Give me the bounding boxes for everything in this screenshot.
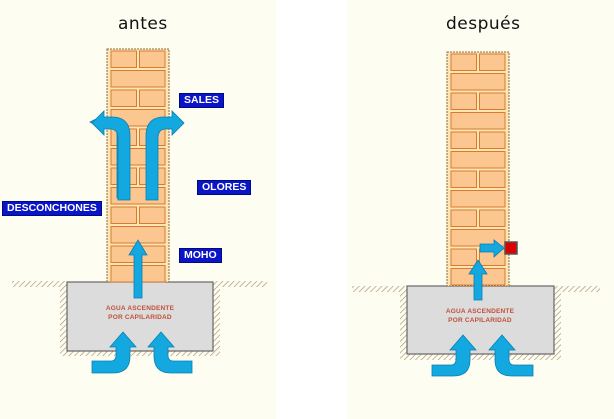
arrow-salts-left-main <box>91 110 131 201</box>
caption-line-2: POR CAPILARIDAD <box>108 314 172 321</box>
brick <box>110 70 166 88</box>
label-olores: OLORES <box>197 180 252 195</box>
caption-line-1: AGUA ASCENDENTE <box>105 305 175 312</box>
brick <box>450 151 506 169</box>
brick <box>450 209 477 227</box>
brick <box>450 131 477 149</box>
brick <box>110 89 137 107</box>
arrow-capillary-in-right-1 <box>431 334 477 377</box>
caption-capillary-after: AGUA ASCENDENTE POR CAPILARIDAD <box>430 307 530 325</box>
arrow-moisture-up-right <box>468 259 488 301</box>
caption-capillary-before: AGUA ASCENDENTE POR CAPILARIDAD <box>90 304 190 322</box>
ground-left <box>12 281 267 356</box>
brick <box>479 131 506 149</box>
title-after: después <box>446 14 521 34</box>
brick <box>450 190 506 208</box>
brick <box>450 92 477 110</box>
arrow-moisture-up-left <box>128 239 148 299</box>
brick <box>450 73 506 91</box>
arrow-salts-right-main <box>145 110 185 201</box>
brick <box>479 53 506 71</box>
arrow-capillary-in-left-1 <box>91 331 137 374</box>
brick <box>479 92 506 110</box>
brick <box>110 50 137 68</box>
barrier-injection-icon <box>504 241 518 255</box>
brick <box>139 89 166 107</box>
ground-right <box>352 286 600 360</box>
brick <box>450 229 506 247</box>
label-moho: MOHO <box>179 248 222 263</box>
title-before: antes <box>118 14 168 34</box>
brick <box>139 50 166 68</box>
arrow-capillary-in-right-2 <box>488 334 534 377</box>
label-desconchones: DESCONCHONES <box>2 201 102 216</box>
brick <box>110 206 137 224</box>
brick <box>450 53 477 71</box>
brick <box>479 170 506 188</box>
brick <box>139 206 166 224</box>
caption-line-1: AGUA ASCENDENTE <box>445 308 515 315</box>
caption-line-2: POR CAPILARIDAD <box>448 317 512 324</box>
arrow-capillary-in-left-2 <box>147 331 193 374</box>
brick <box>450 170 477 188</box>
brick <box>450 248 477 266</box>
label-sales: SALES <box>179 93 225 108</box>
brick <box>450 112 506 130</box>
brick <box>479 209 506 227</box>
arrow-to-barrier <box>479 239 505 258</box>
